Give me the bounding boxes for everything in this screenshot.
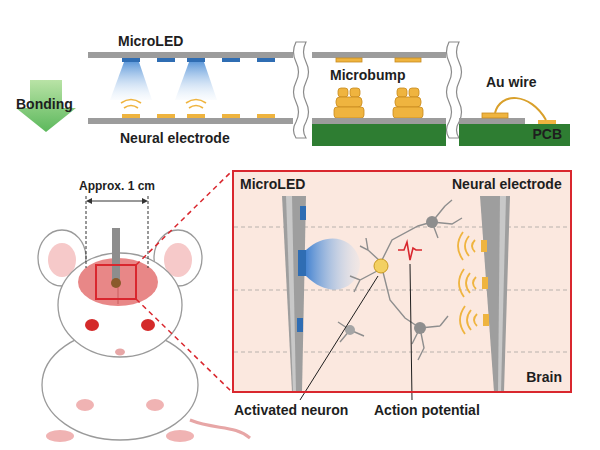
brain-inset-text: Brain (526, 369, 562, 385)
activated-neuron-label: Activated neuron (234, 402, 348, 418)
brain-inset: Brain (232, 170, 572, 393)
pcb-board-text: PCB (532, 126, 562, 142)
microbump-label: Microbump (330, 67, 405, 83)
action-potential-label: Action potential (374, 402, 480, 418)
dimension-label: Approx. 1 cm (79, 180, 155, 194)
neural-electrode-label: Neural electrode (452, 176, 562, 192)
neural-electrode-label: Neural electrode (120, 130, 230, 146)
bonding-label: Bonding (16, 96, 73, 112)
pcb-board: PCB (459, 124, 570, 146)
au-wire-label: Au wire (486, 74, 537, 90)
microled-label: MicroLED (240, 176, 305, 192)
microled-label: MicroLED (118, 33, 183, 49)
